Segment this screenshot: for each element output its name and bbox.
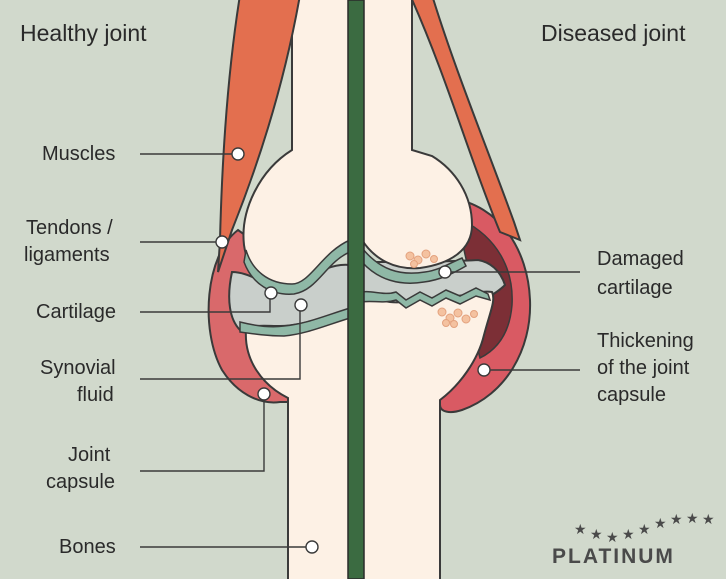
label-capsule-line2: capsule: [46, 471, 115, 493]
leader-line-capsule: [140, 394, 265, 472]
label-thickening-line2: of the joint: [597, 357, 690, 379]
marker-damaged: [438, 265, 452, 279]
debris-particle: [450, 320, 458, 328]
cartilage-debris: [405, 249, 478, 328]
label-damaged-line1: Damaged: [597, 248, 684, 270]
label-cartilage: Cartilage: [36, 301, 117, 323]
leader-markers: [215, 147, 491, 554]
debris-particle: [453, 308, 463, 318]
logo-stars: ★ ★ ★ ★ ★ ★ ★ ★ ★: [574, 511, 715, 546]
star-icon: ★: [638, 522, 651, 538]
star-icon: ★: [670, 512, 683, 528]
label-capsule-line1: Joint: [68, 444, 111, 466]
star-icon: ★: [622, 527, 635, 543]
heading-diseased-joint: Diseased joint: [541, 20, 686, 46]
debris-particle: [470, 310, 478, 318]
debris-particle: [405, 251, 415, 261]
platinum-logo: PLATINUM: [552, 545, 675, 568]
star-icon: ★: [702, 512, 715, 528]
label-bones: Bones: [59, 536, 116, 558]
label-tendons-line1: Tendons /: [26, 217, 113, 239]
debris-particle: [410, 260, 418, 268]
star-icon: ★: [686, 511, 699, 527]
marker-tendons: [215, 235, 229, 249]
marker-synovial: [294, 298, 308, 312]
healthy-joint: [207, 0, 351, 579]
debris-particle: [421, 249, 431, 259]
debris-particle: [437, 307, 447, 317]
marker-cartilage: [264, 286, 278, 300]
label-synovial-line2: fluid: [77, 384, 114, 406]
diseased-lower-bone: [361, 290, 495, 579]
damaged-lower-cartilage: [361, 287, 492, 309]
healthy-muscle: [217, 0, 301, 273]
center-divider: [347, 0, 365, 579]
label-muscles: Muscles: [42, 143, 116, 165]
diseased-upper-bone: [361, 0, 474, 270]
debris-particle: [461, 314, 471, 324]
marker-muscles: [231, 147, 245, 161]
label-tendons-line2: ligaments: [24, 244, 110, 266]
marker-thickening: [477, 363, 491, 377]
star-icon: ★: [590, 527, 603, 543]
diseased-joint: [349, 0, 532, 579]
leader-line-synovial: [140, 305, 301, 380]
label-synovial-line1: Synovial: [40, 357, 116, 379]
marker-bones: [305, 540, 319, 554]
label-thickening-line1: Thickening: [597, 330, 694, 352]
star-icon: ★: [654, 516, 667, 532]
label-thickening-line3: capsule: [597, 384, 666, 406]
star-icon: ★: [606, 530, 619, 546]
diseased-muscle: [411, 0, 522, 242]
heading-healthy-joint: Healthy joint: [20, 20, 147, 46]
debris-particle: [442, 319, 450, 327]
label-damaged-line2: cartilage: [597, 277, 673, 299]
star-icon: ★: [574, 522, 587, 538]
debris-particle: [430, 255, 438, 263]
marker-capsule: [257, 387, 271, 401]
healthy-lower-bone: [244, 310, 351, 579]
